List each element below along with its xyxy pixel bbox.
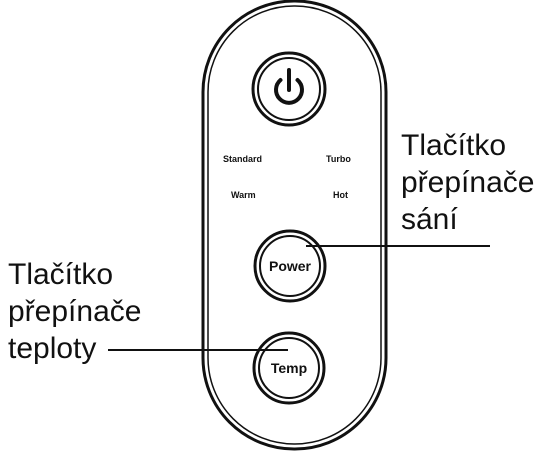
power-symbol-icon — [274, 68, 304, 105]
panel-outline-inner — [207, 5, 382, 445]
indicator-warm: Warm — [231, 190, 256, 200]
power-button-label: Power — [269, 258, 312, 274]
temperature-callout: Tlačítko přepínače teploty — [8, 256, 141, 367]
temp-button-label: Temp — [271, 360, 307, 376]
suction-callout: Tlačítko přepínače sání — [401, 127, 534, 238]
temp-button[interactable]: Temp — [252, 331, 326, 405]
panel-outline-outer — [201, 0, 388, 451]
suction-callout-line-3: sání — [401, 203, 458, 236]
temperature-callout-line-1: Tlačítko — [8, 258, 114, 291]
suction-callout-line-2: přepínače — [401, 166, 535, 199]
indicator-standard: Standard — [223, 154, 262, 164]
indicator-turbo: Turbo — [326, 154, 351, 164]
main-power-button[interactable] — [251, 51, 327, 127]
temperature-callout-line-2: přepínače — [8, 295, 142, 328]
indicator-hot: Hot — [333, 190, 348, 200]
temperature-callout-line-3: teploty — [8, 332, 97, 365]
power-button[interactable]: Power — [253, 229, 327, 303]
suction-callout-line-1: Tlačítko — [401, 129, 507, 162]
